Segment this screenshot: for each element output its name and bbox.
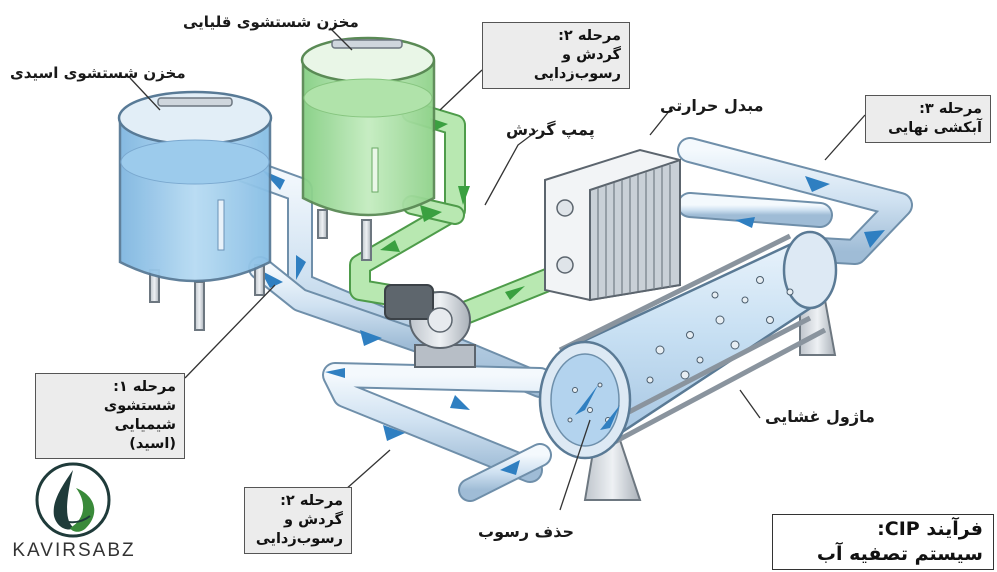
circulation-pump (384, 284, 476, 368)
drop-leaf-logo (35, 462, 111, 538)
heat-exchanger (544, 148, 681, 302)
stage3-line2: آبکشی نهایی (888, 120, 982, 136)
alkaline-tank-label: مخزن شستشوی قلیایی (183, 13, 359, 31)
stage2-bottom-line2: گردش و (284, 512, 343, 528)
stage2-top-box: مرحله ۲: گردش و رسوب‌زدایی (482, 22, 630, 89)
stage2-bottom-line1: مرحله ۲: (280, 493, 343, 509)
diagram-title: فرآیند CIP: سیستم تصفیه آب (772, 514, 994, 570)
stage1-line3: (اسید) (129, 436, 176, 452)
acid-tank (117, 90, 273, 331)
stage1-line2: شستشوی شیمیایی (103, 398, 176, 433)
circulation-pump-label: پمپ گردش (506, 120, 595, 139)
title-line1: فرآیند CIP: (877, 518, 983, 540)
stage2-bottom-line3: رسوب‌زدایی (255, 531, 343, 547)
stage2-top-line1: مرحله ۲: (558, 28, 621, 44)
membrane-module (538, 230, 838, 501)
leader-lines (129, 27, 866, 511)
title-line2: سیستم تصفیه آب (816, 543, 983, 565)
stage2-bottom-box: مرحله ۲: گردش و رسوب‌زدایی (244, 487, 352, 554)
stage1-line1: مرحله ۱: (113, 379, 176, 395)
alkaline-tank (300, 36, 436, 261)
stage3-box: مرحله ۳: آبکشی نهایی (865, 95, 991, 143)
heat-exchanger-label: مبدل حرارتی (660, 96, 764, 115)
brand-name: KAVIRSABZ (12, 540, 136, 561)
acid-tank-label: مخزن شستشوی اسیدی (10, 64, 186, 82)
stage2-top-line2: گردش و رسوب‌زدایی (533, 47, 621, 82)
flow-arrows (260, 118, 885, 475)
stage3-line1: مرحله ۳: (919, 101, 982, 117)
scale-removal-label: حذف رسوب (478, 522, 574, 541)
membrane-module-label: ماژول غشایی (765, 407, 875, 426)
stage1-box: مرحله ۱: شستشوی شیمیایی (اسید) (35, 373, 185, 459)
